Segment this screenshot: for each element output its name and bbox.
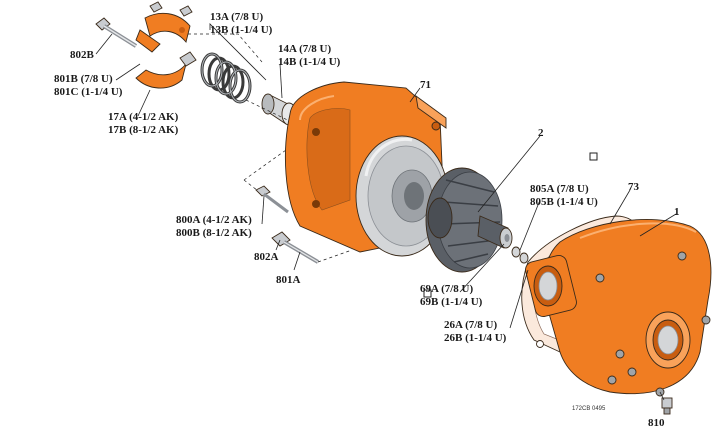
reference-box-1 [589, 152, 598, 161]
label-13b: 13B (1-1/4 U) [210, 24, 273, 36]
label-801a: 801A [276, 274, 301, 286]
assembly-line-1 [188, 33, 263, 63]
drawing-code: 172CB 0495 [572, 406, 606, 412]
label-17b: 17B (8-1/2 AK) [108, 124, 179, 136]
label-802a: 802A [254, 251, 279, 263]
reference-box-2 [423, 289, 432, 298]
label-2: 2 [538, 127, 544, 139]
part-801b-clamp-upper [135, 1, 193, 53]
label-801b: 801B (7/8 U) [54, 73, 113, 85]
part-805-washers [511, 246, 529, 264]
label-801c: 801C (1-1/4 U) [54, 86, 123, 98]
label-71: 71 [420, 79, 431, 91]
label-13a: 13A (7/8 U) [210, 11, 264, 23]
part-800-bolt [255, 185, 289, 214]
label-26a: 26A (7/8 U) [444, 319, 498, 331]
label-800a: 800A (4-1/2 AK) [176, 214, 252, 226]
part-2-impeller [425, 167, 513, 273]
label-800b: 800B (8-1/2 AK) [176, 227, 252, 239]
part-810-drain-plug [661, 397, 673, 415]
part-801c-clamp-lower [135, 51, 197, 89]
label-805a: 805A (7/8 U) [530, 183, 589, 195]
part-13-spring [200, 52, 252, 104]
label-1: 1 [674, 206, 680, 218]
part-802b-screw [95, 17, 138, 48]
leader-lines [95, 23, 677, 401]
label-14a: 14A (7/8 U) [278, 43, 332, 55]
label-14b: 14B (1-1/4 U) [278, 56, 341, 68]
part-71-adapter-bracket [284, 81, 449, 257]
label-73: 73 [628, 181, 640, 193]
part-802a-801a-stud [271, 231, 353, 264]
label-69b: 69B (1-1/4 U) [420, 296, 483, 308]
label-805b: 805B (1-1/4 U) [530, 196, 598, 208]
part-1-pump-casing [525, 219, 712, 397]
label-810: 810 [648, 417, 665, 429]
label-69a: 69A (7/8 U) [420, 283, 474, 295]
label-17a: 17A (4-1/2 AK) [108, 111, 179, 123]
label-802b: 802B [70, 49, 95, 61]
assembly-line-2 [245, 99, 319, 141]
label-26b: 26B (1-1/4 U) [444, 332, 507, 344]
